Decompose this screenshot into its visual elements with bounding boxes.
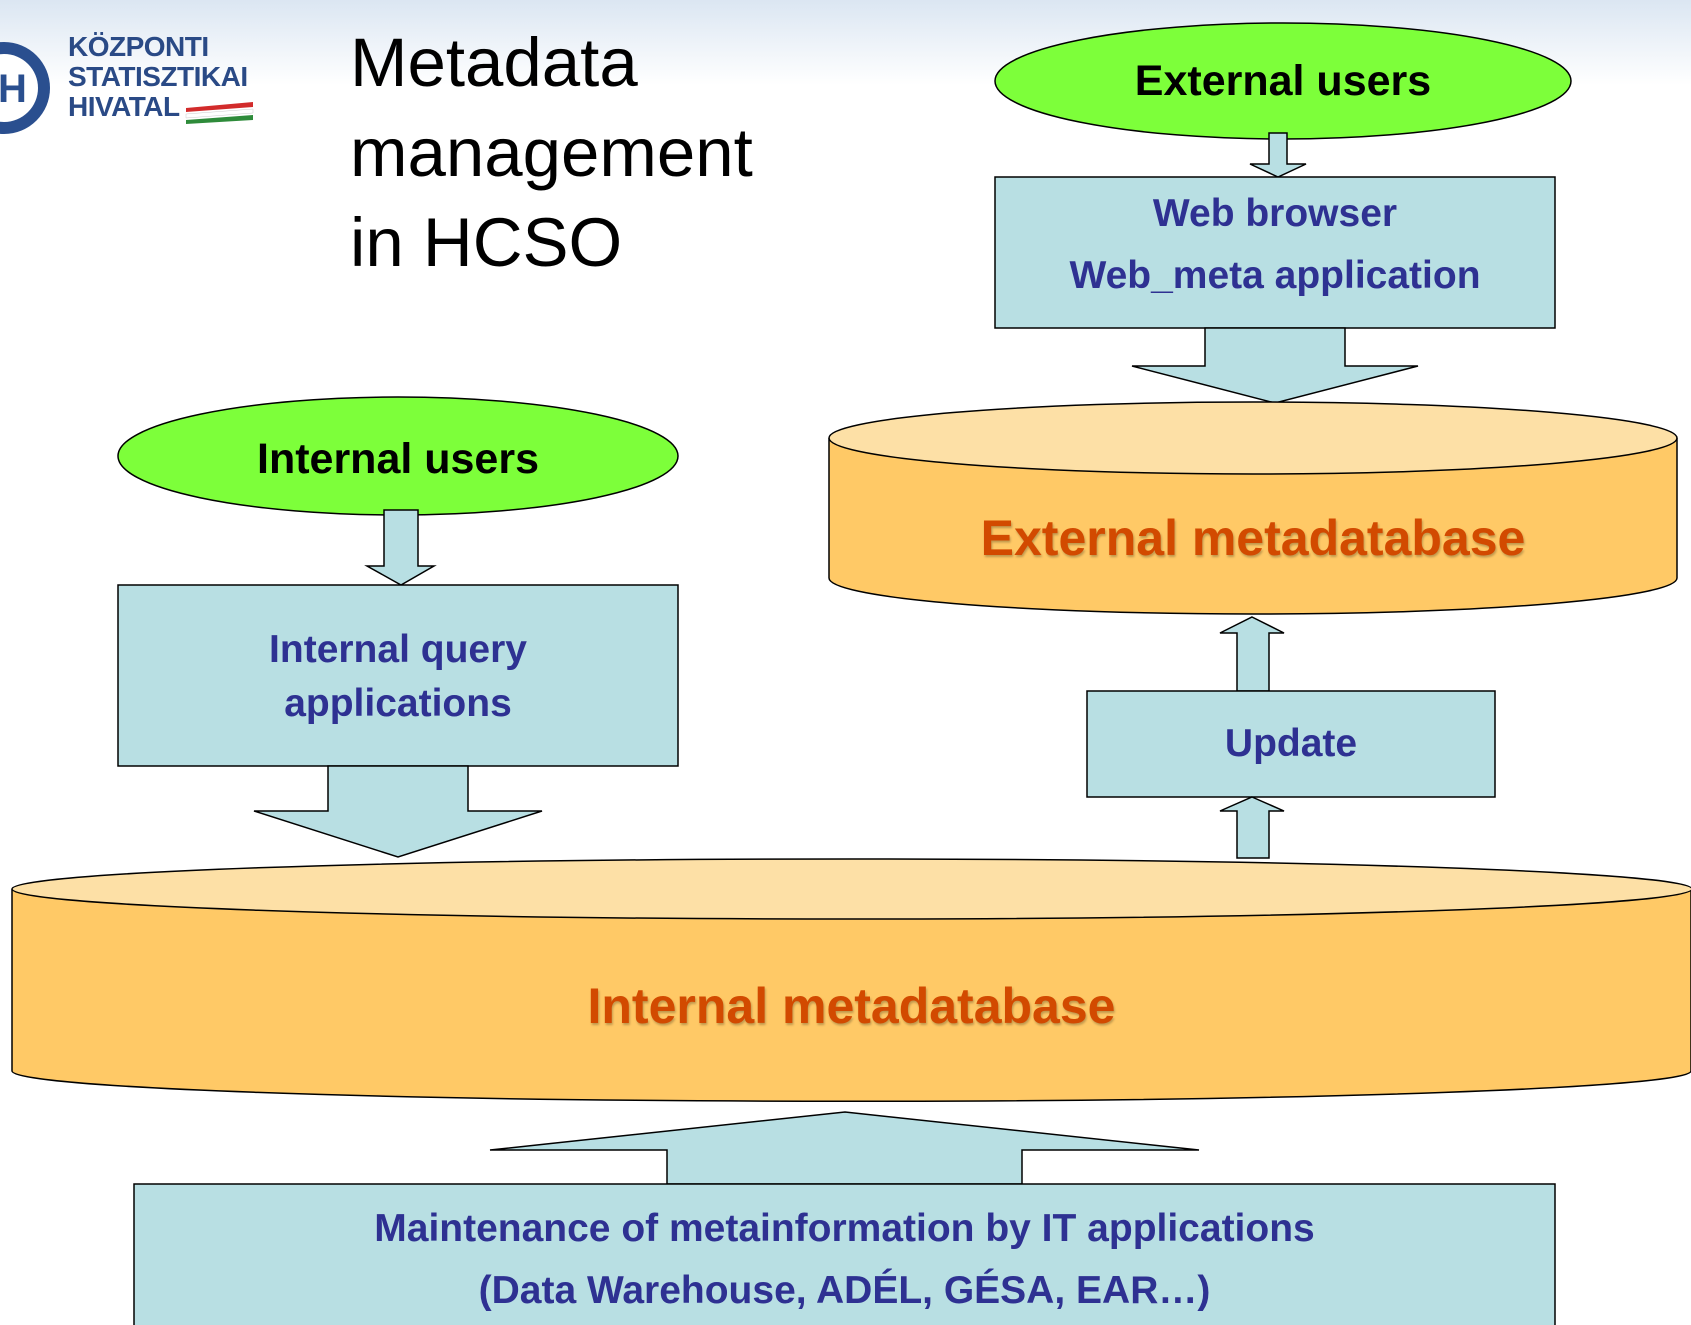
maintenance-box	[133, 1183, 1556, 1325]
arrow-maintenance-to-internal-db	[489, 1111, 1200, 1185]
arrow-browser-to-external-db	[1131, 327, 1419, 404]
arrow-internal-users-to-query	[364, 509, 437, 586]
internal-users-label: Internal users	[257, 435, 539, 483]
external-metadatabase-label: External metadatabase	[980, 510, 1526, 566]
web-browser-box	[994, 176, 1556, 329]
maintenance-line-1: Maintenance of metainformation by IT app…	[374, 1207, 1315, 1250]
internal-query-line-2: applications	[284, 682, 512, 725]
logo-line-3: HIVATAL	[68, 91, 180, 122]
maintenance-label: Maintenance of metainformation by IT app…	[134, 1198, 1555, 1322]
external-users-label: External users	[1134, 57, 1432, 105]
hungarian-flag-stripes	[185, 102, 254, 124]
hcso-logo-text: KÖZPONTI STATISZTIKAI HIVATAL	[68, 32, 248, 122]
logo-emblem-letter: H	[0, 67, 27, 111]
web-browser-label: Web browser Web_meta application	[995, 183, 1555, 307]
logo-line-2: STATISZTIKAI	[68, 61, 248, 92]
maintenance-line-2: (Data Warehouse, ADÉL, GÉSA, EAR…)	[478, 1269, 1211, 1312]
slide-title: Metadata management in HCSO	[350, 18, 753, 288]
arrow-internal-db-to-update	[1219, 796, 1285, 859]
internal-metadatabase-cylinder	[11, 858, 1691, 1102]
arrow-query-to-internal-db	[253, 765, 543, 858]
title-line-3: in HCSO	[350, 204, 623, 281]
web-browser-line-1: Web browser	[1152, 192, 1398, 235]
arrow-external-users-to-browser	[1249, 132, 1307, 178]
arrow-update-to-external-db	[1219, 616, 1285, 692]
title-line-1: Metadata	[350, 24, 638, 101]
external-metadatabase-cylinder	[828, 401, 1678, 615]
internal-metadatabase-label: Internal metadatabase	[587, 978, 1116, 1034]
hcso-logo-emblem: H	[0, 42, 50, 134]
internal-query-line-1: Internal query	[269, 628, 527, 671]
logo-line-1: KÖZPONTI	[68, 31, 209, 62]
internal-query-box	[117, 584, 679, 767]
update-box	[1086, 690, 1496, 798]
update-label: Update	[1224, 722, 1358, 765]
web-browser-line-2: Web_meta application	[1069, 254, 1481, 297]
internal-query-label: Internal query applications	[118, 623, 678, 731]
title-line-2: management	[350, 114, 753, 191]
